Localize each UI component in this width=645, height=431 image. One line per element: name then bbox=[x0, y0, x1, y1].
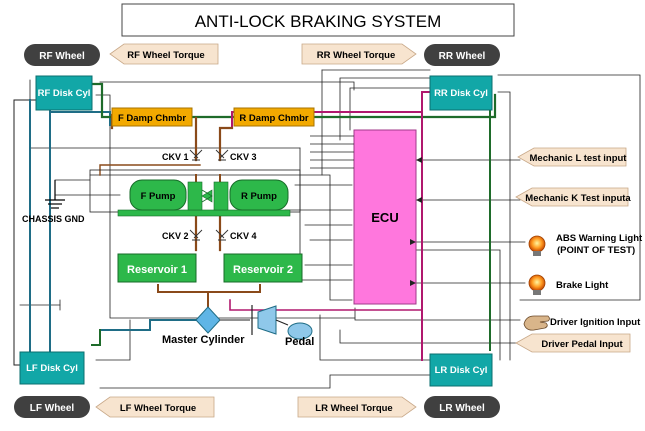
svg-text:LR Wheel: LR Wheel bbox=[439, 403, 485, 414]
svg-text:LF Wheel Torque: LF Wheel Torque bbox=[120, 403, 196, 414]
pedal-label: Pedal bbox=[285, 336, 314, 348]
svg-text:RR Wheel: RR Wheel bbox=[439, 51, 486, 62]
master-cylinder-icon bbox=[195, 305, 289, 335]
page-title: ANTI-LOCK BRAKING SYSTEM bbox=[195, 12, 442, 31]
driver-ignition-label: Driver Ignition Input bbox=[550, 317, 641, 328]
ckv-4-label: CKV 4 bbox=[230, 231, 257, 241]
lr-disk-cyl: LR Disk Cyl bbox=[429, 353, 493, 387]
lr-torque-arrow: LR Wheel Torque bbox=[297, 396, 417, 418]
ckv-3-label: CKV 3 bbox=[230, 152, 257, 162]
ecu-pins bbox=[310, 135, 354, 169]
f-damp-chamber: F Damp Chmbr bbox=[111, 107, 193, 127]
rr-disk-cyl: RR Disk Cyl bbox=[429, 75, 493, 111]
svg-text:RF Disk Cyl: RF Disk Cyl bbox=[38, 88, 91, 99]
ckv-1-label: CKV 1 bbox=[162, 152, 189, 162]
svg-text:RF Wheel: RF Wheel bbox=[39, 51, 85, 62]
brake-light-bulb-icon bbox=[528, 274, 546, 295]
mechanic-l-input-arrow: Mechanic L test input bbox=[517, 147, 628, 167]
reservoir-2: Reservoir 2 bbox=[223, 253, 303, 283]
lf-wheel: LF Wheel bbox=[14, 396, 90, 418]
chassis-ground-icon bbox=[45, 180, 65, 209]
rr-torque-arrow: RR Wheel Torque bbox=[301, 43, 417, 65]
brake-light-label: Brake Light bbox=[556, 280, 609, 291]
reservoir-1: Reservoir 1 bbox=[117, 253, 197, 283]
svg-text:LF Wheel: LF Wheel bbox=[30, 403, 75, 414]
svg-text:LF Disk Cyl: LF Disk Cyl bbox=[26, 363, 78, 374]
rf-wheel: RF Wheel bbox=[24, 44, 100, 66]
pedal-icon bbox=[287, 322, 313, 340]
svg-text:Mechanic K Test inputa: Mechanic K Test inputa bbox=[525, 193, 631, 204]
title-box bbox=[121, 3, 515, 37]
svg-text:LR Wheel Torque: LR Wheel Torque bbox=[315, 403, 392, 414]
mechanic-k-input-arrow: Mechanic K Test inputa bbox=[515, 187, 631, 207]
svg-text:Reservoir 1: Reservoir 1 bbox=[127, 264, 187, 276]
svg-text:Mechanic L test input: Mechanic L test input bbox=[530, 153, 628, 164]
svg-text:RF Wheel Torque: RF Wheel Torque bbox=[127, 50, 204, 61]
check-valves bbox=[189, 149, 229, 241]
ecu-label: ECU bbox=[371, 210, 398, 225]
svg-text:Driver Pedal Input: Driver Pedal Input bbox=[541, 339, 623, 350]
svg-text:F Damp Chmbr: F Damp Chmbr bbox=[118, 113, 186, 124]
f-pump: F Pump bbox=[129, 179, 187, 211]
svg-text:LR Disk Cyl: LR Disk Cyl bbox=[435, 365, 488, 376]
svg-text:RR Disk Cyl: RR Disk Cyl bbox=[434, 88, 488, 99]
ckv-2-label: CKV 2 bbox=[162, 231, 189, 241]
abs-warning-sublabel: (POINT OF TEST) bbox=[557, 245, 635, 256]
lr-wheel: LR Wheel bbox=[424, 396, 500, 418]
svg-text:R Damp Chmbr: R Damp Chmbr bbox=[239, 113, 308, 124]
r-damp-chamber: R Damp Chmbr bbox=[233, 107, 315, 127]
driver-pedal-input-arrow: Driver Pedal Input bbox=[515, 333, 631, 353]
abs-warning-label: ABS Warning Light bbox=[556, 233, 643, 244]
ecu-box: ECU bbox=[353, 129, 417, 305]
svg-text:RR Wheel Torque: RR Wheel Torque bbox=[317, 50, 395, 61]
master-cylinder-label: Master Cylinder bbox=[162, 334, 245, 346]
rr-wheel: RR Wheel bbox=[424, 44, 500, 66]
svg-text:F Pump: F Pump bbox=[141, 191, 176, 202]
svg-text:Reservoir 2: Reservoir 2 bbox=[233, 264, 293, 276]
rf-disk-cyl: RF Disk Cyl bbox=[35, 75, 93, 111]
hand-icon bbox=[523, 315, 550, 331]
r-pump: R Pump bbox=[229, 179, 289, 211]
svg-text:R Pump: R Pump bbox=[241, 191, 277, 202]
lf-disk-cyl: LF Disk Cyl bbox=[19, 351, 85, 385]
lf-torque-arrow: LF Wheel Torque bbox=[95, 396, 215, 418]
signal-arrowheads bbox=[410, 157, 422, 286]
pump-assembly bbox=[117, 181, 291, 217]
rf-torque-arrow: RF Wheel Torque bbox=[109, 43, 219, 65]
abs-warning-bulb-icon bbox=[528, 235, 546, 256]
chassis-gnd-label: CHASSIS GND bbox=[22, 214, 85, 224]
